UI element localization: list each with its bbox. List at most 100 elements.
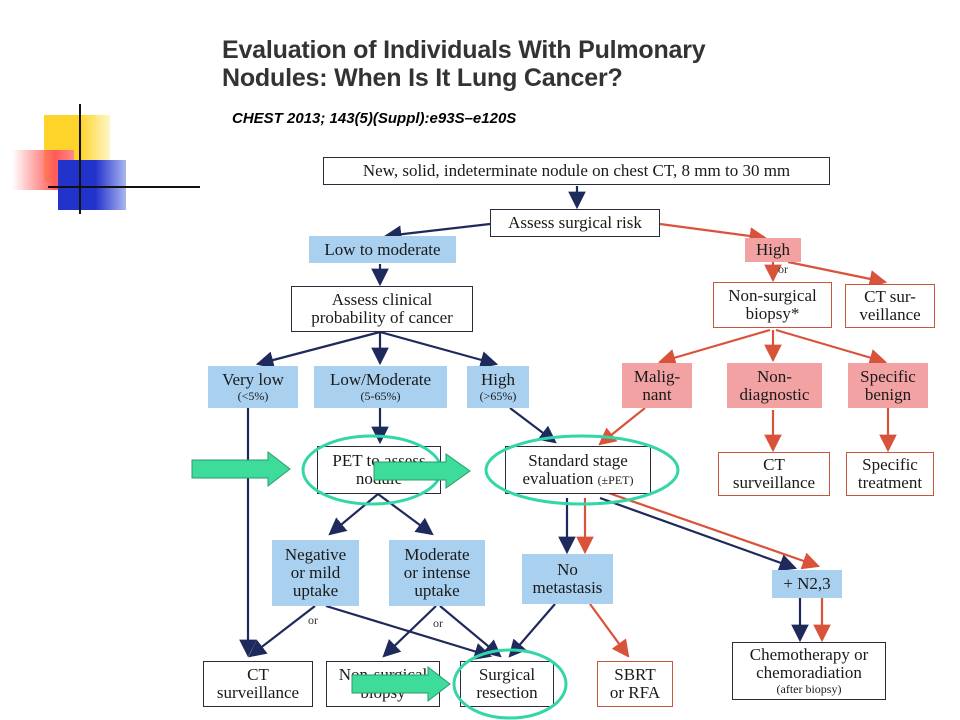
low-mod-sub: (5-65%) xyxy=(360,389,401,403)
edge-biopsy-malignant xyxy=(657,328,771,367)
very-low-text: Very low xyxy=(222,370,284,389)
edge-nomet-surg xyxy=(508,603,556,658)
highlight-ellipse-surgery xyxy=(452,648,568,720)
high-risk-text: High xyxy=(756,240,790,259)
modint-l3: uptake xyxy=(414,581,460,600)
pointer-arrow-1 xyxy=(191,450,291,488)
edge-nomet-sbrt xyxy=(589,603,630,658)
chemo-l2: chemoradiation xyxy=(756,663,862,682)
edge-modint-surg xyxy=(439,605,502,658)
malignant-l1: Malig- xyxy=(633,366,681,386)
neg-l1: Negative xyxy=(284,545,347,564)
sbrt-l1: SBRT xyxy=(614,665,656,684)
edge-neg-ctsurv xyxy=(248,605,316,658)
staging-sub: (±PET) xyxy=(597,473,634,487)
low-moderate-node: Low to moderate xyxy=(309,236,456,263)
nsb-top-l1: Non-surgical xyxy=(728,286,817,305)
neg-l2: or mild xyxy=(290,563,341,582)
high-prob-sub: (>65%) xyxy=(479,389,517,403)
edge-risk-low xyxy=(383,222,491,243)
slide-title: Evaluation of Individuals With Pulmonary… xyxy=(222,36,706,92)
clinical-prob-l2: probability of cancer xyxy=(311,308,453,327)
edge-biopsy-benign xyxy=(775,328,888,367)
edge-neg-surg xyxy=(325,604,493,660)
edge-clinical-high xyxy=(379,330,499,369)
nsb-top-l2: biopsy* xyxy=(745,304,800,323)
n23-node: + N2,3 xyxy=(772,570,842,598)
very-low-sub: (<5%) xyxy=(237,389,269,403)
cts-mid-l1: CT xyxy=(763,455,785,474)
modint-l2: or intense xyxy=(403,563,471,582)
assess-risk-text: Assess surgical risk xyxy=(508,213,642,232)
edge-high-ctsurv xyxy=(787,260,888,288)
low-moderate-text: Low to moderate xyxy=(324,239,441,259)
nondiagnostic-node: Non-diagnostic xyxy=(727,363,822,408)
or-label-right: or xyxy=(433,616,443,630)
edge-staging-n23 xyxy=(599,496,798,572)
start-text: New, solid, indeterminate nodule on ches… xyxy=(362,161,791,180)
cts-top-l1: CT sur- xyxy=(864,287,916,306)
cts-mid-l2: surveillance xyxy=(732,473,816,492)
high-prob-node: High(>65%) xyxy=(467,366,529,408)
decor-horizontal-line xyxy=(48,186,200,188)
malignant-l2: nant xyxy=(642,384,672,404)
start-node: New, solid, indeterminate nodule on ches… xyxy=(323,157,830,185)
or-label-high: or xyxy=(778,262,788,276)
clinical-prob-l1: Assess clinical xyxy=(331,290,433,309)
nondiag-l2: diagnostic xyxy=(739,384,810,404)
surg-l1: Surgical xyxy=(478,665,536,684)
sbrt-l2: or RFA xyxy=(609,683,661,702)
modint-l1: Moderate xyxy=(404,545,470,564)
edge-pet-modint xyxy=(377,493,434,536)
high-prob-text: High xyxy=(481,370,515,389)
very-low-node: Very low(<5%) xyxy=(208,366,298,408)
assess-risk-node: Assess surgical risk xyxy=(490,209,660,237)
low-mod-node: Low/Moderate(5-65%) xyxy=(314,366,447,408)
citation: CHEST 2013; 143(5)(Suppl):e93S–e120S xyxy=(232,110,517,127)
edge-pet-neg xyxy=(328,493,379,536)
malignant-node: Malig-nant xyxy=(622,363,692,408)
low-mod-text: Low/Moderate xyxy=(329,370,432,389)
benign-l1: Specific xyxy=(860,366,916,386)
title-line-1: Evaluation of Individuals With Pulmonary xyxy=(222,36,706,64)
pointer-arrow-2 xyxy=(373,453,471,489)
treat-l2: treatment xyxy=(857,473,923,492)
benign-l2: benign xyxy=(864,384,912,404)
edge-modint-nonsurg xyxy=(382,605,437,658)
chemo-l1: Chemotherapy or xyxy=(749,645,869,664)
cts-bot-l2: surveillance xyxy=(216,683,300,702)
chemo-sub: (after biopsy) xyxy=(776,682,842,696)
treat-l1: Specific xyxy=(862,455,918,474)
staging-l1: Standard stage xyxy=(528,451,628,470)
surg-l2: resection xyxy=(476,683,538,702)
nomet-l1: No xyxy=(557,560,578,579)
staging-l2: evaluation xyxy=(522,469,594,488)
ct-surveillance-top-node: CT sur-veillance xyxy=(845,284,935,328)
highlight-ellipse-staging xyxy=(484,434,680,506)
pointer-arrow-3 xyxy=(351,665,451,703)
n23-text: + N2,3 xyxy=(783,574,831,593)
cts-bot-l1: CT xyxy=(247,665,269,684)
title-line-2: Nodules: When Is It Lung Cancer? xyxy=(222,64,623,92)
decor-blue-square xyxy=(58,160,126,210)
decor-vertical-line xyxy=(79,104,81,214)
edge-risk-high xyxy=(659,222,768,245)
edge-high-staging xyxy=(509,407,557,444)
edge-clinical-verylow xyxy=(255,330,381,369)
or-label-left: or xyxy=(308,613,318,627)
high-risk-node: High xyxy=(745,238,801,262)
